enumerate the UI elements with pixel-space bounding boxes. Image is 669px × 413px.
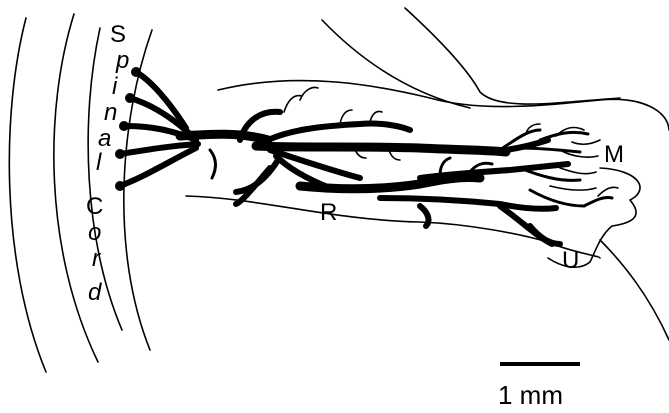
- spinal-cord-letter: d: [88, 279, 102, 306]
- spinal-cord-letter: o: [88, 219, 101, 246]
- spinal-cord-letter: p: [115, 47, 129, 74]
- label-u: U: [562, 247, 579, 274]
- spinal-cord-letter: S: [110, 21, 126, 48]
- spinal-cord-letter: C: [86, 193, 103, 220]
- label-m: M: [604, 141, 624, 168]
- spinal-cord-letter: l: [96, 149, 102, 176]
- spinal-cord-label: S p i n a l C o r d: [86, 21, 129, 306]
- spinal-cord-letter: n: [104, 99, 117, 126]
- scale-bar-label: 1 mm: [498, 380, 563, 410]
- spinal-cord-outline: [9, 14, 152, 372]
- spinal-cord-letter: r: [92, 245, 101, 272]
- nerve-network: [115, 67, 618, 244]
- limb-outline: [186, 8, 669, 340]
- scale-bar: 1 mm: [498, 364, 580, 410]
- spinal-cord-letter: a: [98, 125, 111, 152]
- spinal-cord-letter: i: [112, 73, 118, 100]
- label-r: R: [320, 199, 337, 226]
